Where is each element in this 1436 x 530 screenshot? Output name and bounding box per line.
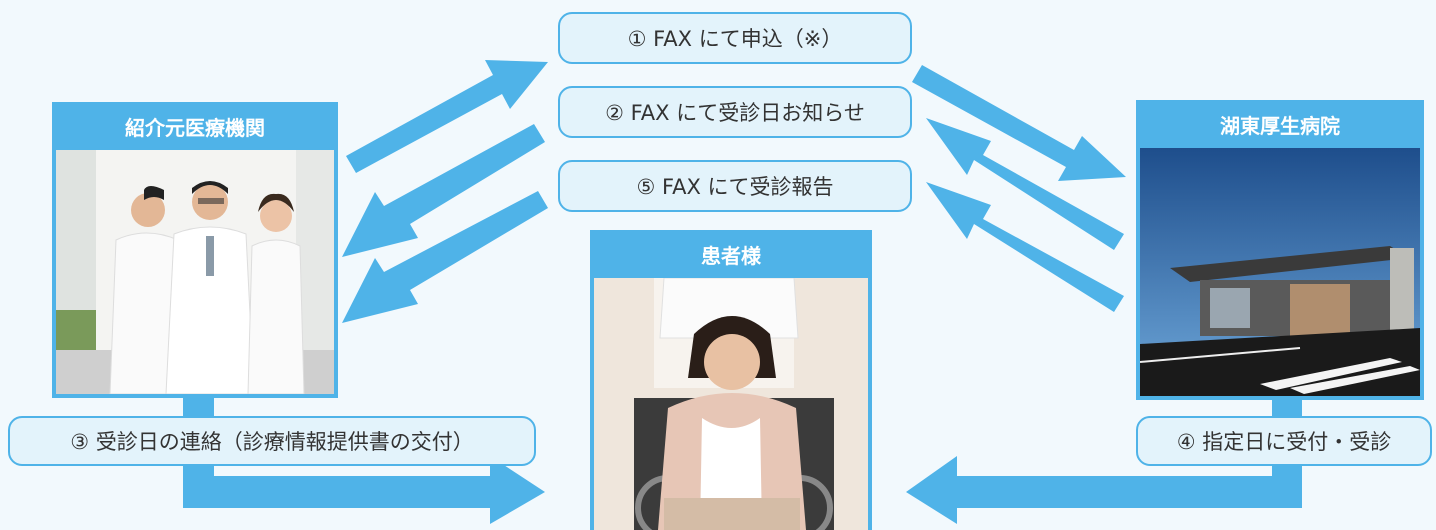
hospital-panel: 湖東厚生病院 <box>1136 100 1424 400</box>
patient-title: 患者様 <box>594 234 868 278</box>
arrow-hospital-to-step5 <box>926 182 1124 312</box>
patient-photo <box>594 278 868 530</box>
step-1-label: ① FAX にて申込（※） <box>558 12 912 64</box>
hospital-title: 湖東厚生病院 <box>1140 104 1420 148</box>
step-3-label: ③ 受診日の連絡（診療情報提供書の交付） <box>8 416 536 466</box>
patient-panel: 患者様 <box>590 230 872 530</box>
arrow-referrer-to-step1 <box>346 60 548 173</box>
referrer-title: 紹介元医療機関 <box>56 106 334 150</box>
referrer-panel: 紹介元医療機関 <box>52 102 338 398</box>
step-5-label: ⑤ FAX にて受診報告 <box>558 160 912 212</box>
doctors-photo <box>56 150 334 394</box>
step-4-label: ④ 指定日に受付・受診 <box>1136 416 1432 466</box>
arrow-step5-to-referrer <box>342 191 548 323</box>
arrow-hospital-to-step2 <box>926 118 1124 250</box>
hospital-photo <box>1140 148 1420 396</box>
step-2-label: ② FAX にて受診日お知らせ <box>558 86 912 138</box>
arrow-referrer-to-patient <box>183 398 545 524</box>
arrow-hospital-to-patient <box>906 398 1302 524</box>
arrow-step2-to-referrer <box>342 124 545 257</box>
arrow-step1-to-hospital <box>912 65 1126 181</box>
